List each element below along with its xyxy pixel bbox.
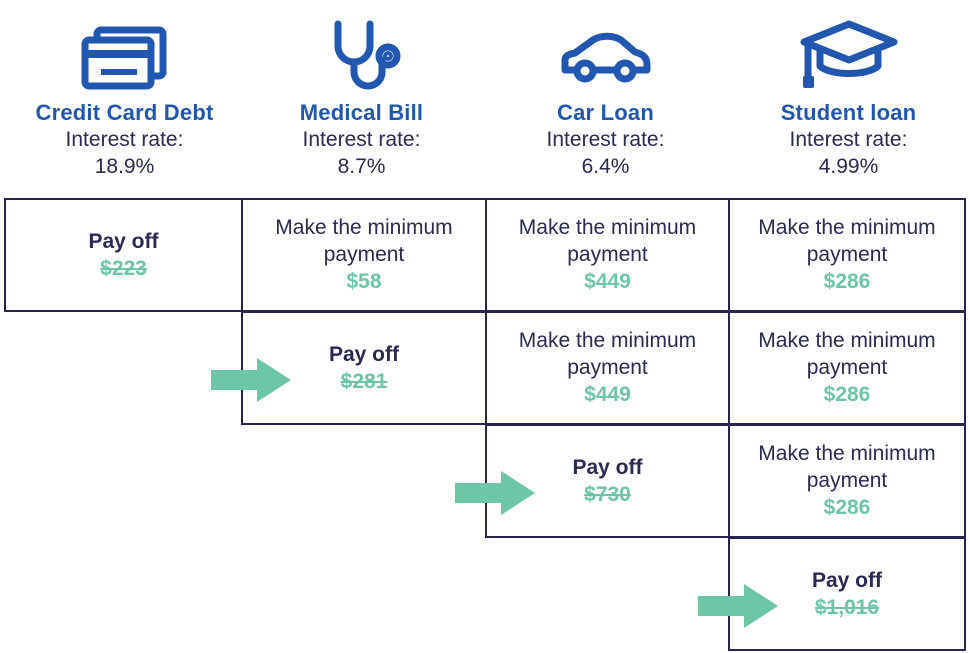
cell-action-label: Make the minimum payment — [758, 216, 936, 266]
interest-rate-label: Interest rate: — [302, 128, 421, 151]
cell-action-label: Pay off — [572, 455, 643, 479]
debt-name-label: Car Loan — [557, 100, 654, 125]
cell-amount-value: $1,016 — [814, 595, 880, 619]
interest-rate-value: 18.9% — [94, 155, 155, 178]
cell-row1-credit-card-debt: Pay off $223 — [4, 198, 243, 312]
cell-amount-value: $449 — [584, 270, 631, 293]
interest-rate-label: Interest rate: — [789, 128, 908, 151]
interest-rate-label: Interest rate: — [65, 128, 184, 151]
debt-name-label: Student loan — [780, 100, 917, 125]
cell-amount-value: $286 — [823, 270, 871, 293]
cell-action-label: Pay off — [811, 568, 882, 592]
cell-action-label: Make the minimum payment — [518, 329, 697, 379]
cell-amount-value: $286 — [823, 383, 871, 406]
interest-rate-value: 4.99% — [818, 155, 879, 178]
cell-row2-car-loan: Make the minimum payment $449 — [485, 311, 730, 425]
interest-rate-value: 8.7% — [337, 155, 386, 178]
interest-rate-value: 6.4% — [581, 155, 630, 178]
graduation-cap-icon — [728, 0, 969, 100]
cell-row4-student-loan: Pay off $1,016 — [728, 537, 966, 651]
cell-row2-student-loan: Make the minimum payment $286 — [728, 311, 966, 425]
cell-action-label: Make the minimum payment — [518, 216, 697, 266]
stethoscope-icon — [241, 0, 482, 100]
cell-row3-student-loan: Make the minimum payment $286 — [728, 424, 966, 538]
debt-column-car-loan: Car Loan Interest rate: 6.4% — [485, 0, 726, 198]
cell-row1-student-loan: Make the minimum payment $286 — [728, 198, 966, 312]
cell-row1-car-loan: Make the minimum payment $449 — [485, 198, 730, 312]
debt-column-medical-bill: Medical Bill Interest rate: 8.7% — [241, 0, 482, 198]
cell-action-label: Make the minimum payment — [758, 442, 936, 492]
debt-column-headers: Credit Card Debt Interest rate: 18.9% Me… — [0, 0, 970, 198]
cell-amount-value: $730 — [584, 482, 631, 506]
car-icon — [485, 0, 726, 100]
cell-row2-medical-bill: Pay off $281 — [241, 311, 487, 425]
arrow-to-medical-bill-payoff — [211, 358, 291, 402]
cell-amount-value: $223 — [100, 256, 147, 280]
arrow-to-car-loan-payoff — [455, 471, 535, 515]
cell-action-label: Make the minimum payment — [758, 329, 936, 379]
cell-amount-value: $58 — [346, 270, 382, 293]
cell-row3-car-loan: Pay off $730 — [485, 424, 730, 538]
cell-action-label: Pay off — [328, 342, 399, 366]
debt-column-credit-card-debt: Credit Card Debt Interest rate: 18.9% — [4, 0, 245, 198]
credit-cards-icon — [4, 0, 245, 100]
debt-name-label: Credit Card Debt — [35, 100, 214, 125]
debt-column-student-loan: Student loan Interest rate: 4.99% — [728, 0, 969, 198]
cell-action-label: Make the minimum payment — [275, 216, 453, 266]
cell-action-label: Pay off — [88, 229, 159, 253]
cell-amount-value: $286 — [823, 496, 871, 519]
cell-amount-value: $281 — [340, 369, 388, 393]
cell-row1-medical-bill: Make the minimum payment $58 — [241, 198, 487, 312]
interest-rate-label: Interest rate: — [546, 128, 665, 151]
cell-amount-value: $449 — [584, 383, 631, 406]
arrow-to-student-loan-payoff — [698, 584, 778, 628]
debt-name-label: Medical Bill — [299, 100, 424, 125]
